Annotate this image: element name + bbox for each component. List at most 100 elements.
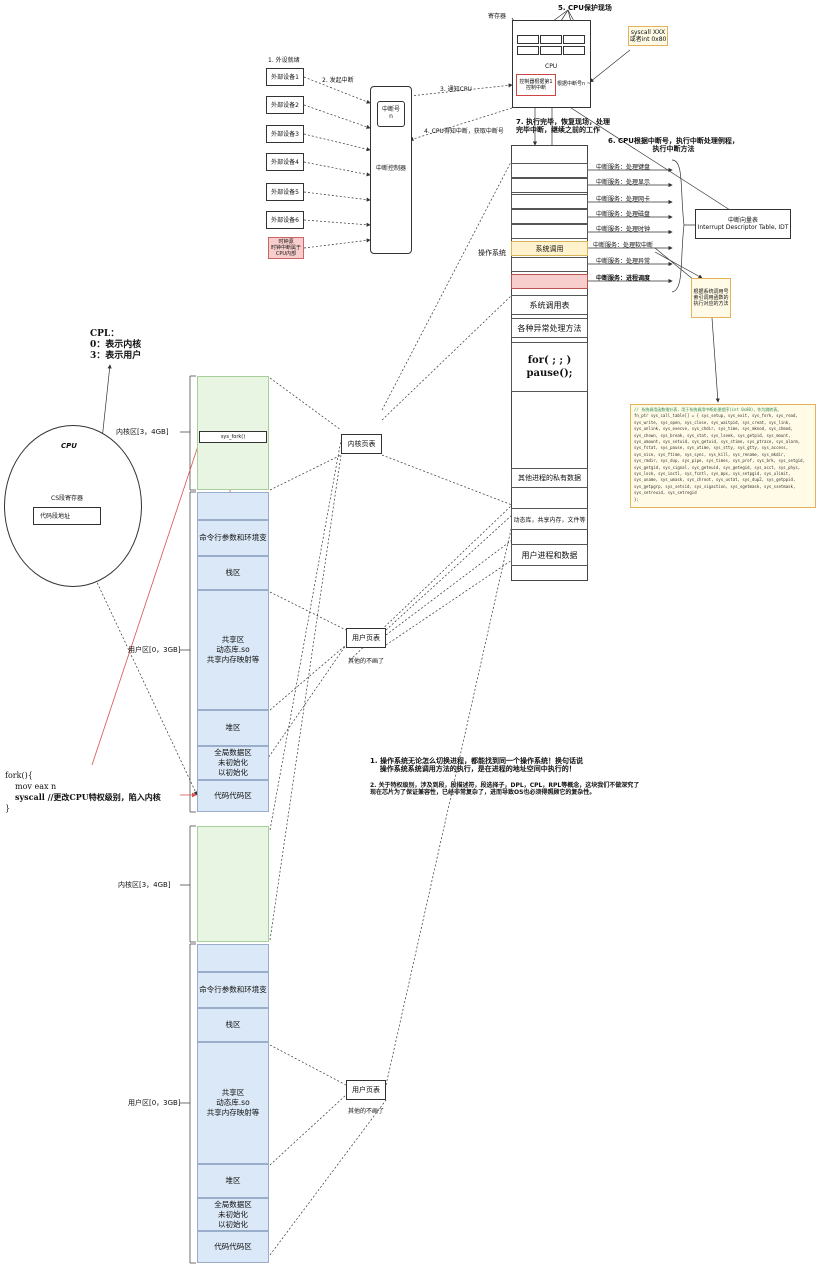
syscall-note: syscall XXX 或者int 0x80 (628, 26, 668, 46)
os-slot (511, 209, 588, 224)
service-softirq: 中断服务：处理软中断 (593, 242, 654, 249)
loop-line1: for( ; ; ) (527, 355, 572, 366)
code-comment: // 系统调用函数指针表，用于系统调用中断处理程序(int 0x80)，作为跳转… (634, 407, 782, 412)
idle-loop-row: for( ; ; ) pause(); (511, 342, 588, 392)
interrupt-number-label: 中断号 (381, 106, 400, 113)
exceptions-row: 各种异常处理方法 (511, 318, 588, 338)
clock-source: 时钟源 时钟中断属于 CPU内部 (268, 237, 304, 259)
syscall-row: 系统调用 (511, 241, 588, 256)
controller-label: 中断控制器 (375, 165, 406, 172)
private-data-row: 其他进程的私有数据 (511, 468, 588, 488)
service-disk: 中断服务：处理磁盘 (596, 211, 651, 218)
os-slot (511, 194, 588, 209)
p1-user-label: 用户区[0，3GB] (128, 646, 181, 654)
p1-cmdline-region: 命令行参数和环境变 (197, 520, 269, 556)
service-network: 中断服务：处理网卡 (596, 196, 651, 203)
cpl-title: CPL： (90, 329, 120, 339)
user-page-table-2: 用户页表 (346, 1080, 386, 1100)
cpu-circle: CPU CS段寄存器 代码段地址 (4, 425, 142, 587)
cpu-inner-white: 根据中断号n ~ (557, 81, 591, 87)
p1-global-region: 全局数据区 未初始化 以初始化 (197, 746, 269, 780)
p1-gap-region (197, 492, 269, 520)
p2-stack-region: 栈区 (197, 1008, 269, 1042)
os-slot (511, 224, 588, 239)
step4-label: 4. CPU得知中断，获取中断号 (424, 128, 504, 135)
fork-line3: syscall //更改CPU特权级别，陷入内核 (15, 792, 161, 802)
p2-user-label: 用户区[0，3GB] (128, 1099, 181, 1107)
register-cell (517, 46, 539, 55)
p2-code-region: 代码代码区 (197, 1231, 269, 1263)
service-scheduler: 中断服务：进程调度 (596, 275, 651, 282)
fork-code: fork(){ mov eax n syscall //更改CPU特权级别，陷入… (5, 770, 161, 814)
step3-label: 3. 通知CPU (440, 86, 472, 93)
syscall-table-row: 系统调用表 (511, 295, 588, 315)
p1-kernel-label: 内核区[3，4GB] (116, 428, 169, 436)
step5-label: 5. CPU保护现场 (558, 4, 612, 12)
p1-code-region: 代码代码区 (197, 780, 269, 812)
service-keyboard: 中断服务：处理键盘 (596, 164, 651, 171)
syscall-table-code: // 系统调用函数指针表，用于系统调用中断处理程序(int 0x80)，作为跳转… (630, 404, 816, 508)
step7-label: 7. 执行完毕，恢复现场，处理 完毕中断，继续之前的工作 (516, 118, 610, 134)
p2-cmdline-region: 命令行参数和环境变 (197, 972, 269, 1008)
cpu-label: CPU (545, 63, 558, 70)
peripheral-4: 外部设备4 (266, 153, 304, 171)
user-page-table-2-note: 其他的不画了 (348, 1108, 385, 1115)
registers-label: 寄存器 (488, 13, 507, 20)
os-slot (511, 257, 588, 272)
p1-shared-region: 共享区 动态库.so 共享内存映射等 (197, 590, 269, 710)
register-cell (563, 35, 585, 44)
step2-label: 2. 发起中断 (322, 77, 354, 84)
sched-row (511, 274, 588, 289)
register-cell (563, 46, 585, 55)
interrupt-number-value: n (389, 113, 393, 120)
peripheral-6: 外部设备6 (266, 211, 304, 229)
cpl-line3: 3：表示用户 (90, 351, 142, 361)
cs-register-label: CS段寄存器 (51, 495, 83, 502)
cpl-line0: 0：表示内核 (90, 340, 142, 350)
peripheral-5: 外部设备5 (266, 183, 304, 201)
loop-line2: pause(); (526, 368, 573, 379)
cpl-block: CPL： 0：表示内核 3：表示用户 (90, 329, 141, 362)
p1-stack-region: 栈区 (197, 556, 269, 590)
service-exception: 中断服务：处理异常 (596, 258, 651, 265)
register-cell (517, 35, 539, 44)
idt-box: 中断向量表 Interrupt Descriptor Table, IDT (695, 209, 791, 239)
interrupt-number-box: 中断号 n (377, 101, 405, 127)
fork-line2: mov eax n (15, 782, 57, 791)
os-label: 操作系统 (478, 249, 506, 257)
user-page-table-1: 用户页表 (346, 628, 386, 648)
interrupt-controller: 中断号 n 中断控制器 (370, 86, 412, 254)
cpu-inner-red: 控制器根据第1控制中断 (516, 74, 556, 96)
register-cell (540, 46, 562, 55)
cpu-circle-title: CPU (61, 442, 77, 450)
peripheral-1: 外部设备1 (266, 68, 304, 86)
peripheral-2: 外部设备2 (266, 96, 304, 114)
os-slot (511, 163, 588, 178)
cpu-box: CPU 控制器根据第1控制中断 根据中断号n ~ (512, 20, 591, 108)
idt-note: 根据系统调用号 索引调用函数的 执行对应的方法 (691, 278, 731, 318)
os-slot (511, 178, 588, 193)
fork-line4: } (5, 804, 11, 813)
shared-libs-row: 动态库，共享内存，文件等 (511, 508, 588, 530)
register-cell (540, 35, 562, 44)
p1-heap-region: 堆区 (197, 710, 269, 746)
service-display: 中断服务：处理显示 (596, 179, 651, 186)
service-clock: 中断服务：处理时钟 (596, 226, 651, 233)
p2-global-region: 全局数据区 未初始化 以初始化 (197, 1198, 269, 1231)
step1-label: 1. 外设就绪 (268, 57, 300, 64)
step6-label: 6. CPU根据中断号，执行中断处理例程， 执行中断方法 (608, 137, 739, 153)
p2-gap-region (197, 944, 269, 972)
code-segment-address: 代码段地址 (33, 507, 101, 525)
note-1: 1. 操作系统无论怎么切换进程，都能找到同一个操作系统！换句话说 操作系统系统调… (370, 757, 583, 773)
user-proc-row: 用户进程和数据 (511, 544, 588, 566)
p2-kernel-label: 内核区[3，4GB] (118, 881, 171, 889)
p2-heap-region: 堆区 (197, 1164, 269, 1198)
p2-shared-region: 共享区 动态库.so 共享内存映射等 (197, 1042, 269, 1164)
note-2: 2. 关于特权级别，涉及到段，段描述符，段选择子，DPL，CPL，RPL等概念，… (370, 782, 640, 796)
fork-line1: fork(){ (5, 771, 33, 780)
user-page-table-1-note: 其他的不画了 (348, 658, 385, 665)
peripheral-3: 外部设备3 (266, 125, 304, 143)
p2-kernel-region (197, 826, 269, 942)
p1-sys-fork: sys_fork() (199, 431, 267, 443)
kernel-page-table: 内核页表 (341, 434, 382, 454)
